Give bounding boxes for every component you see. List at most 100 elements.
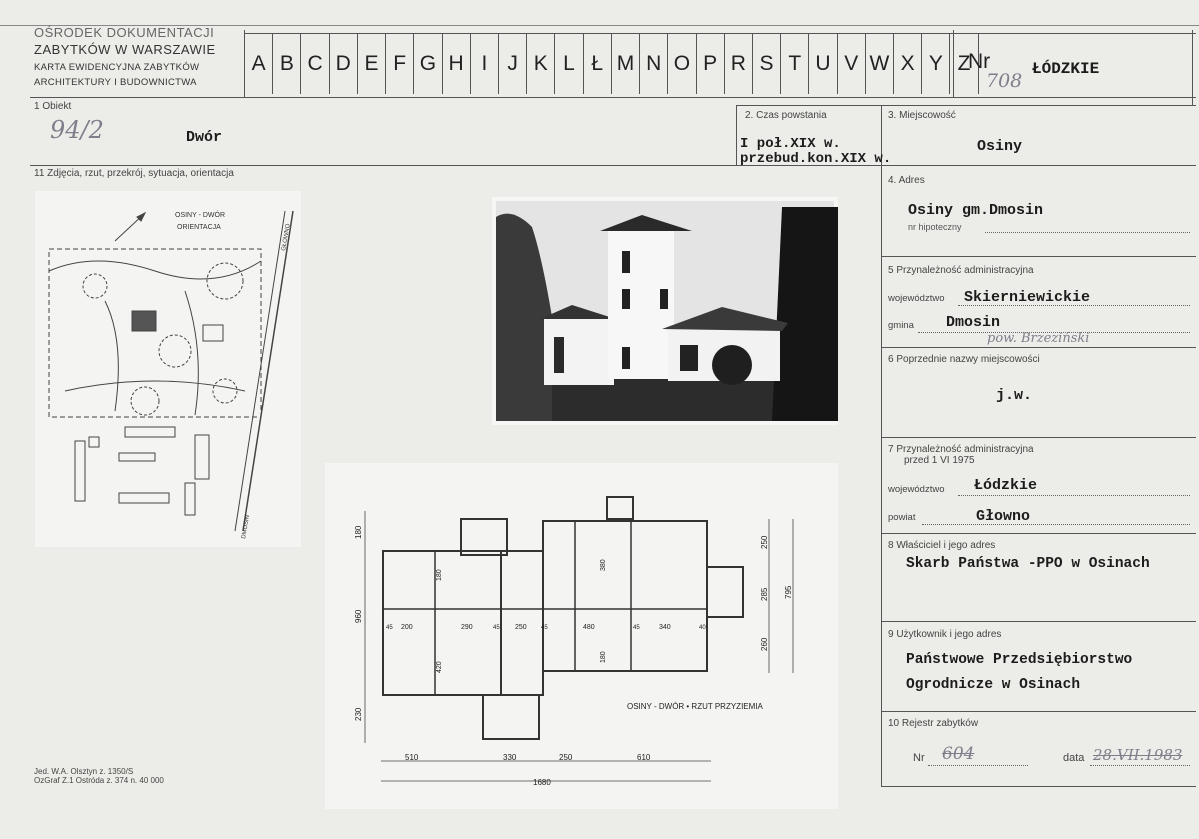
- dim-left-1: 180: [354, 525, 363, 539]
- woj-value-5: Skierniewickie: [964, 289, 1091, 306]
- footer-line-2: OzGraf Z.1 Ostróda z. 374 n. 40 000: [34, 776, 164, 785]
- pow-label-7: powiat: [888, 512, 916, 523]
- woj-dotted-5: [958, 305, 1190, 306]
- field-2-label: 2. Czas powstania: [745, 110, 827, 121]
- nr-label: Nr: [968, 50, 991, 73]
- right-col-line-3: [881, 437, 1196, 438]
- dim-bottom-3: 250: [559, 753, 573, 762]
- field-3-label: 3. Miejscowość: [888, 110, 956, 121]
- field-6-label: 6 Poprzednie nazwy miejscowości: [888, 354, 1040, 365]
- tower-window-4: [622, 347, 630, 369]
- letter-cell: P: [697, 34, 725, 94]
- region-label: ŁÓDZKIE: [1032, 60, 1100, 78]
- tower-roof: [600, 215, 692, 231]
- rejestr-nr-dotted: [928, 765, 1028, 766]
- letter-cell: Z: [950, 34, 979, 94]
- site-plan-sheet: OSINY - DWÓR ORIENTACJA GŁOWNO DMOSIN: [35, 191, 301, 547]
- letter-cell: U: [809, 34, 838, 94]
- letter-cell: J: [499, 34, 528, 94]
- east-block: [542, 520, 708, 672]
- frame-top: [0, 25, 1199, 26]
- org-line-2: ZABYTKÓW W WARSZAWIE: [34, 42, 216, 57]
- dim-right-1: 250: [760, 535, 769, 549]
- tree-cluster-5: [212, 378, 238, 404]
- park-boundary: [48, 248, 262, 418]
- row1-bottom-line: [30, 165, 1196, 166]
- site-plan-title-1: OSINY - DWÓR: [175, 210, 225, 219]
- czas-line-1: I poł.XIX w.: [740, 136, 841, 152]
- road-label-2: DMOSIN: [241, 515, 251, 540]
- left-wing-roof: [540, 305, 616, 319]
- row1-div-a: [736, 105, 737, 165]
- outbuilding-mark: [202, 324, 224, 342]
- nr-value: 708: [986, 70, 1023, 92]
- dim-right-total: 795: [784, 585, 793, 599]
- room-width-5: 340: [659, 624, 671, 631]
- farm-building-2: [124, 426, 176, 438]
- adres-sub-label: nr hipoteczny: [908, 222, 962, 232]
- floor-plan-sheet: 510 330 250 610 1680 180 960 230 250 285…: [325, 463, 838, 809]
- room-height-2: 420: [436, 661, 443, 673]
- field-1-label: 1 Obiekt: [34, 101, 72, 112]
- tower-window-3: [660, 289, 668, 309]
- gmina-dotted-5: [918, 332, 1190, 333]
- gmina-label-5: gmina: [888, 320, 914, 331]
- letter-cell: S: [753, 34, 782, 94]
- wall-mark-3: 45: [541, 625, 548, 631]
- dim-right-3: 260: [760, 637, 769, 651]
- letter-cell: W: [866, 34, 895, 94]
- rejestr-nr-value: 604: [942, 744, 975, 764]
- farm-building-4: [118, 492, 170, 504]
- manor-photo: [496, 201, 838, 421]
- room-height-3: 380: [600, 559, 607, 571]
- room-height-1: 180: [436, 569, 443, 581]
- room-width-2: 290: [461, 624, 473, 631]
- tower-window-2: [622, 289, 630, 309]
- woj-dotted-7: [958, 495, 1190, 496]
- field-4-label: 4. Adres: [888, 175, 925, 186]
- dim-left-2: 960: [354, 609, 363, 623]
- org-line-1: OŚRODEK DOKUMENTACJI: [34, 25, 215, 40]
- park-path-1: [48, 260, 262, 280]
- park-path-4: [64, 380, 246, 392]
- right-tree: [772, 207, 838, 421]
- tower-window-1: [622, 251, 630, 273]
- tree-cluster-4: [130, 386, 160, 416]
- letter-cell: Y: [922, 34, 951, 94]
- letter-cell: I: [471, 34, 499, 94]
- field-8-label: 8 Właściciel i jego adres: [888, 540, 996, 551]
- field-10-label: 10 Rejestr zabytków: [888, 718, 979, 729]
- letter-cell: D: [330, 34, 358, 94]
- field-7-label-2: przed 1 VI 1975: [904, 455, 975, 466]
- woj-value-7: Łódzkie: [974, 477, 1038, 494]
- pow-dotted-7: [922, 524, 1190, 525]
- obiekt-value: Dwór: [186, 129, 223, 146]
- stair-tower: [606, 496, 634, 520]
- room-width-1: 200: [401, 624, 413, 631]
- woj-label-5: województwo: [888, 293, 945, 304]
- row1-div-b: [881, 105, 882, 165]
- row1-subline: [736, 105, 1196, 106]
- park-path-2: [104, 300, 119, 412]
- road-line: [242, 210, 294, 532]
- uzytkownik-line-1: Państwowe Przedsiębiorstwo: [906, 652, 1133, 668]
- shrub: [712, 345, 752, 385]
- czas-line-2: przebud.kon.XIX w.: [740, 151, 892, 167]
- dim-right-2: 285: [760, 587, 769, 601]
- woj-label-7: województwo: [888, 484, 945, 495]
- porch-south: [482, 694, 540, 740]
- header-right-divider: [953, 30, 954, 97]
- farm-building-6: [184, 482, 196, 516]
- wall-mark-1: 45: [386, 625, 393, 631]
- right-col-line-6: [881, 711, 1196, 712]
- field-7-label: 7 Przynależność administracyjna: [888, 444, 1034, 455]
- letter-cell: H: [443, 34, 471, 94]
- tree-cluster-1: [82, 273, 108, 299]
- tree-cluster-3: [158, 334, 192, 368]
- adres-dotted: [985, 232, 1190, 233]
- right-col-bottom: [881, 786, 1196, 787]
- field-11-label: 11 Zdjęcia, rzut, przekrój, sytuacja, or…: [34, 168, 234, 179]
- letter-cell: R: [725, 34, 753, 94]
- east-annex: [706, 566, 744, 618]
